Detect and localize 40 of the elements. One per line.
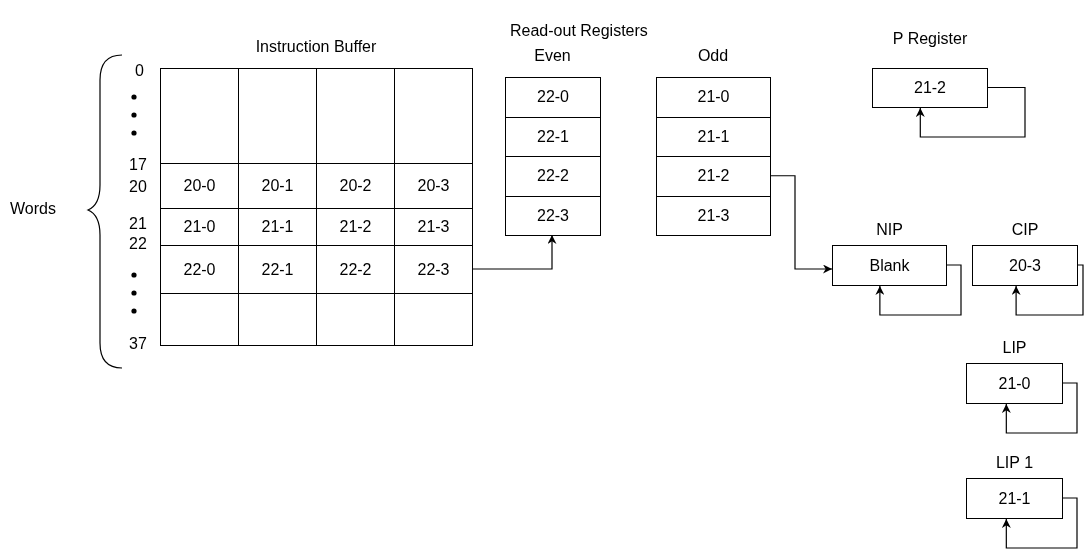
register-label: NIP — [875, 221, 904, 239]
buffer-cell — [394, 68, 473, 164]
register-cell: 22-0 — [505, 77, 601, 118]
register-cell: 21-0 — [656, 77, 771, 118]
register-box: 21-0 — [966, 363, 1063, 404]
register-label: P Register — [891, 30, 969, 48]
arrow — [769, 175, 833, 274]
register-box: 20-3 — [972, 245, 1078, 286]
buffer-cell — [160, 293, 239, 346]
row-number: 37 — [129, 335, 147, 353]
arrow — [471, 234, 557, 270]
arrow — [1001, 382, 1078, 434]
register-label: LIP — [1001, 339, 1028, 357]
register-cell: 21-1 — [656, 116, 771, 157]
register-cell: 22-1 — [505, 116, 601, 157]
table-heading: Instruction Buffer — [254, 38, 378, 56]
buffer-cell — [160, 68, 239, 164]
buffer-cell — [394, 293, 473, 346]
row-number: 20 — [129, 178, 147, 196]
row-number: 0 — [135, 62, 144, 80]
arrow — [1001, 497, 1078, 549]
register-cell: 22-2 — [505, 156, 601, 197]
register-box: 21-2 — [872, 68, 988, 108]
row-number: 21 — [129, 215, 147, 233]
arrow — [1011, 264, 1084, 316]
table-heading: Even — [533, 47, 572, 65]
register-box: Blank — [832, 245, 947, 286]
row-number: 22 — [129, 235, 147, 253]
register-label: CIP — [1010, 221, 1040, 239]
register-cell: 22-3 — [505, 195, 601, 236]
arrow — [915, 86, 1026, 138]
arrow — [875, 264, 962, 316]
register-box: 21-1 — [966, 478, 1063, 519]
register-cell: 21-2 — [656, 156, 771, 197]
table-heading: Odd — [696, 47, 730, 65]
register-label: LIP 1 — [994, 454, 1035, 472]
axis-label: Words — [10, 200, 56, 218]
register-cell: 21-3 — [656, 195, 771, 236]
row-number: 17 — [129, 156, 147, 174]
group-heading: Read-out Registers — [510, 22, 648, 40]
